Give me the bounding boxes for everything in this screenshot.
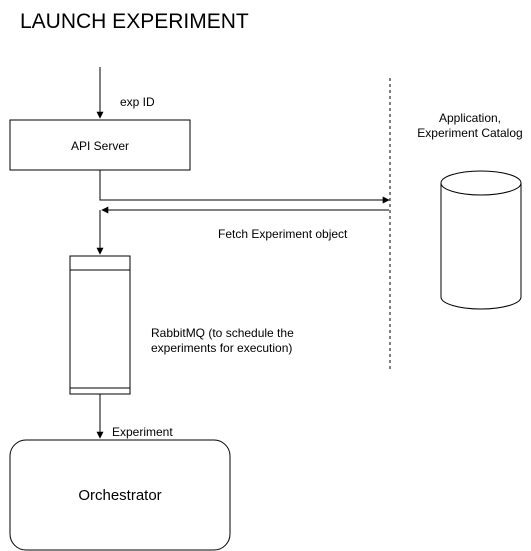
diagram-title: LAUNCH EXPERIMENT bbox=[20, 10, 249, 33]
orchestrator-label: Orchestrator bbox=[78, 487, 161, 504]
orchestrator-box bbox=[9, 439, 231, 551]
catalog-database-icon bbox=[440, 170, 522, 310]
experiment-edge-label: Experiment bbox=[112, 425, 173, 439]
request-arrow bbox=[99, 170, 390, 204]
exp-id-label: exp ID bbox=[120, 95, 155, 109]
fetch-label: Fetch Experiment object bbox=[218, 227, 348, 241]
catalog-label-line1: Application, bbox=[439, 111, 501, 125]
rabbitmq-label-line2: experiments for execution) bbox=[151, 341, 292, 355]
rabbitmq-label-line1: RabbitMQ (to schedule the bbox=[151, 326, 294, 340]
api-server-label: API Server bbox=[71, 139, 129, 153]
rabbitmq-queue bbox=[69, 255, 131, 395]
catalog-label-line2: Experiment Catalog bbox=[417, 126, 522, 140]
